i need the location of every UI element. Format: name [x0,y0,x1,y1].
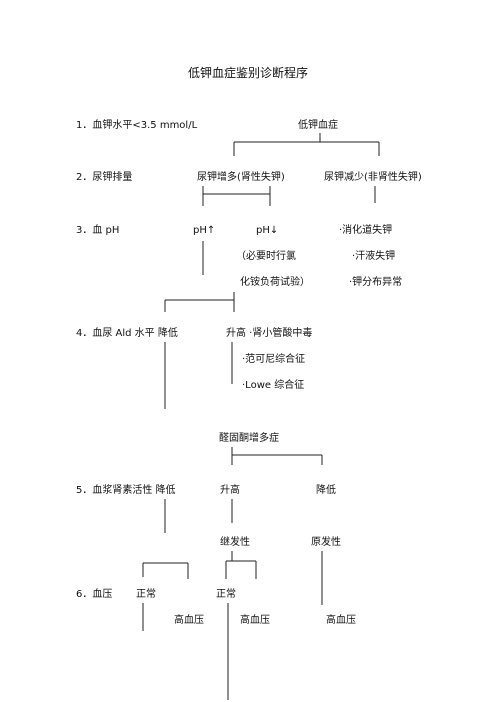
step-1-label: 1．血钾水平<3.5 mmol/L [76,120,198,131]
node-renin-up: 升高 [220,485,240,496]
node-urine-k-increase: 尿钾增多(肾性失钾) [197,172,285,183]
node-aldosteronism: 醛固酮增多症 [219,433,279,444]
node-fanconi: ·范可尼综合征 [242,354,306,365]
step-6-label: 6．血压 [76,589,113,600]
step-4-label: 4．血尿 Ald 水平 降低 [76,328,178,339]
node-ph-down: pH↓ [256,225,279,236]
node-primary: 原发性 [311,537,341,548]
node-urine-k-decrease: 尿钾减少(非肾性失钾) [324,172,422,183]
node-hypokalemia: 低钾血症 [298,120,338,131]
node-lowe: ·Lowe 综合征 [242,380,305,391]
note-line-2: 化铵负荷试验） [240,277,310,288]
node-k-distribution: ·钾分布异常 [349,277,403,288]
step-3-label: 3．血 pH [76,225,120,236]
node-gi-loss: ·消化道失钾 [339,225,393,236]
node-hypertension-3: 高血压 [326,615,356,626]
node-secondary: 继发性 [220,537,250,548]
node-sweat-loss: ·汗液失钾 [352,251,396,262]
node-hypertension-2: 高血压 [240,615,270,626]
note-line-1: （必要时行氯 [236,251,296,262]
step-5-label: 5．血浆肾素活性 降低 [76,485,176,496]
node-renin-down: 降低 [316,485,336,496]
step-2-label: 2．尿钾排量 [76,172,133,183]
node-normal-mid: 正常 [216,589,236,600]
page-title: 低钾血症鉴别诊断程序 [188,66,309,80]
node-normal-left: 正常 [136,589,156,600]
node-ph-up: pH↑ [193,225,216,236]
node-hypertension-1: 高血压 [174,615,204,626]
node-rise-rta: 升高 ·肾小管酸中毒 [226,328,313,339]
